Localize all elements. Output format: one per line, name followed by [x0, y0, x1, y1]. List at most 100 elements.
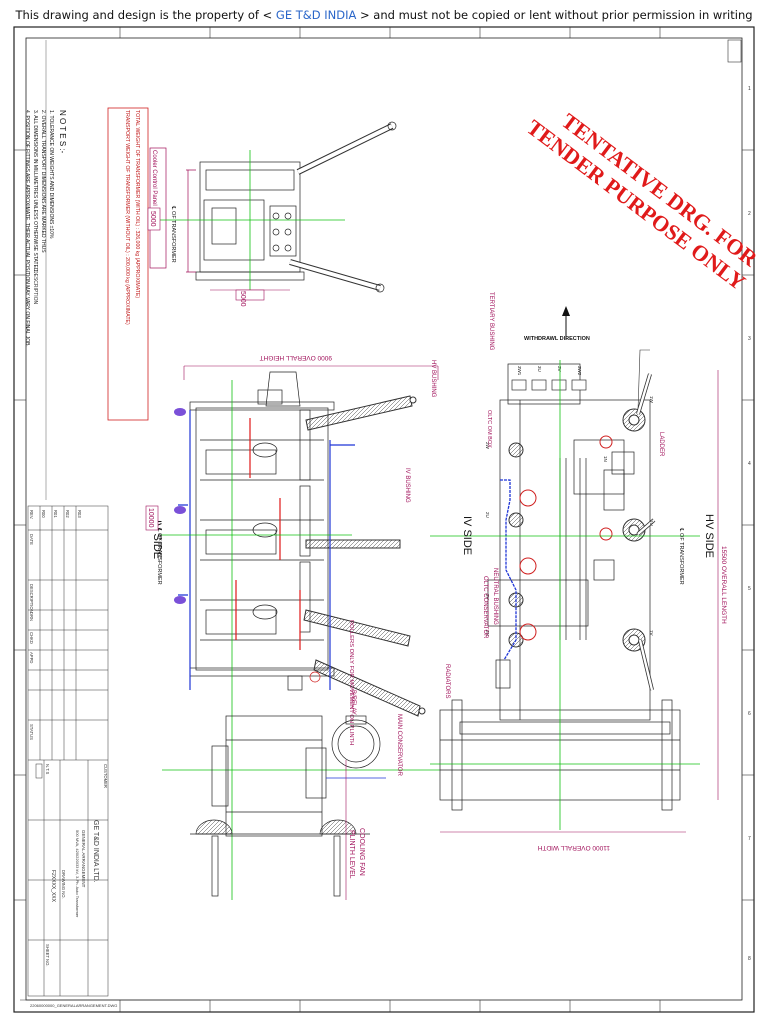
company-name: GE T&D INDIA [275, 8, 357, 22]
plan-tank [499, 399, 651, 721]
oltc-conservator-label: OLTC CONSERVATOR [482, 576, 488, 639]
main-conservator [225, 715, 323, 837]
inner-border [25, 37, 743, 1001]
terminal-label: 2U [485, 512, 490, 518]
plan-centre-label: ℄ OF TRANSFORMER [678, 527, 684, 585]
brelay-label: B/RELAY [350, 690, 356, 715]
hv-bushing-label: HV BUSHING [430, 360, 436, 398]
terminal-label: 3W1 [517, 366, 522, 376]
elev-centre-label: ℄ OF TRANSFORMER [156, 527, 162, 585]
ref-mark: 1 [748, 86, 751, 92]
tb-title2: 500 MVA, 420/220/33 kV, 3-Ph. Auto Trans… [75, 830, 80, 918]
cooling-fan-label: COOLING FAN [358, 828, 365, 876]
drawing-label: DRAWING NO. [61, 870, 66, 899]
tertiary-bushing-label: TERTIARY BUSHING [488, 292, 494, 351]
terminal-label: 2N [485, 630, 490, 636]
tb-file-name: 22060000000_GENERALARRANGEMENT.DWG [30, 1003, 117, 1008]
transport-dim: 10000 [147, 508, 154, 528]
rollers-label: ROLLERS ONLY FOR MOVEMENT ON PLINTH [348, 620, 354, 745]
plan-view [439, 363, 681, 811]
terminal-label: 1V [649, 630, 654, 636]
main-tank [195, 407, 329, 671]
stamp-line2: TENDER PURPOSE ONLY [522, 114, 750, 295]
rev-row: R03 [77, 510, 82, 518]
top-terminals [511, 379, 587, 391]
withdrawl-label: WITHDRAWL DIRECTION [524, 336, 590, 342]
ref-mark: 3 [748, 336, 751, 342]
customer-label: CUSTOMER [103, 764, 108, 788]
oltc-om-box-label: OLTC OM BOX [486, 410, 492, 448]
note-item: 4. POSITION OF FITTINGS ARE APPROXIMATE.… [24, 110, 30, 347]
rev-label: DRN [29, 612, 34, 621]
notes-block: N O T E S :- 1. TOLERANCE ON WEIGHTS AND… [24, 110, 67, 347]
plan-iv-side-label: IV SIDE [461, 516, 473, 555]
ref-mark: 7 [748, 836, 751, 842]
overall-length-label: 15500 OVERALL LENGTH [720, 546, 727, 624]
ref-mark: 4 [748, 461, 751, 467]
description-label: DESCRIPTION [32, 270, 38, 305]
ladder-label: LADDER [658, 432, 664, 457]
plan-bushings [508, 408, 646, 652]
terminal-label: 3V [557, 366, 562, 372]
terminal-label: 2W [485, 442, 490, 450]
notice-prefix: This drawing and design is the property … [15, 8, 276, 22]
earth-pad [174, 506, 186, 514]
iv-bushing-label: IV BUSHING [404, 468, 410, 503]
weights-box [107, 107, 149, 421]
ref-mark: 2 [748, 211, 751, 217]
title-block [20, 505, 200, 1001]
conservator-group [190, 715, 381, 897]
rev-row: R02 [65, 510, 70, 518]
corner-box [727, 39, 742, 63]
transport-weight: TRANSPORT WEIGHT OF TRANSFORMER (WITHOUT… [124, 110, 130, 325]
tb-title1: GENERAL ARRANGEMENT [81, 830, 86, 888]
terminal-label: 2V [485, 594, 490, 600]
ref-mark: 5 [748, 586, 751, 592]
earth-conductors [178, 410, 355, 690]
notes-heading: N O T E S :- [58, 110, 67, 154]
plan-bushing-red [519, 435, 613, 641]
ref-mark: 8 [748, 956, 751, 962]
note-item: 2. OVERALL TRANSPORT DIMENSIONS ARE MARK… [40, 110, 46, 253]
side-dim-width: 5000 [239, 291, 246, 307]
property-notice: This drawing and design is the property … [0, 8, 768, 22]
sheet-label: SHEET NO. [45, 944, 50, 967]
hv-side-label: HV SIDE [703, 514, 715, 558]
radiators-label: RADIATORS [444, 664, 450, 698]
rev-label: APPD [29, 652, 34, 663]
rev-label: REV. [29, 510, 34, 519]
plan-earth-lead [500, 479, 517, 661]
rev-label: DESCRIPTION [29, 584, 34, 613]
main-conservator-label: MAIN CONSERVATOR [396, 714, 402, 777]
overall-height-label: 9000 OVERALL HEIGHT [260, 354, 332, 361]
rev-row: R00 [41, 510, 46, 518]
projection-symbol [35, 763, 43, 779]
hv-red-leads [235, 418, 301, 650]
cooler-panel-label: Cooler Control Panel [151, 150, 157, 206]
tb-drawing-no: F2XXXX_XXX [50, 870, 56, 903]
side-dim-height: 5000 [149, 211, 156, 227]
note-item: 3. ALL DIMENSIONS IN MILLIMETRES UNLESS … [32, 110, 38, 273]
scale-label: N.T.S [45, 764, 50, 774]
tb-company: GE T&D INDIA LTD. [92, 820, 99, 883]
earth-pad [174, 408, 186, 416]
outer-border [13, 26, 755, 1013]
zone-ticks [14, 27, 754, 1012]
terminal-label: 3U [537, 366, 542, 372]
terminal-label: 1U [649, 520, 654, 526]
status-label: STATUS [29, 724, 34, 740]
overall-width-label: 11000 OVERALL WIDTH [537, 844, 610, 851]
elevation-view [189, 371, 335, 691]
terminal-label: 1N [603, 456, 608, 462]
terminal-label: 1W [649, 396, 654, 404]
plinth-level-label: PLINTH LEVEL [348, 830, 355, 879]
neutral-bushing-label: NEUTRAL BUSHING [492, 568, 498, 625]
note-item: 1. TOLERANCE ON WEIGHTS AND DIMENSIONS ±… [48, 110, 54, 239]
side-centre-label: ℄ OF TRANSFORMER [170, 205, 176, 263]
terminal-label: 3W2 [577, 366, 582, 376]
side-view [149, 121, 397, 293]
hv-bushings [303, 395, 421, 717]
stamp-line1: TENTATIVE DRG. FOR [557, 108, 763, 272]
rev-label: DATE [29, 534, 34, 545]
